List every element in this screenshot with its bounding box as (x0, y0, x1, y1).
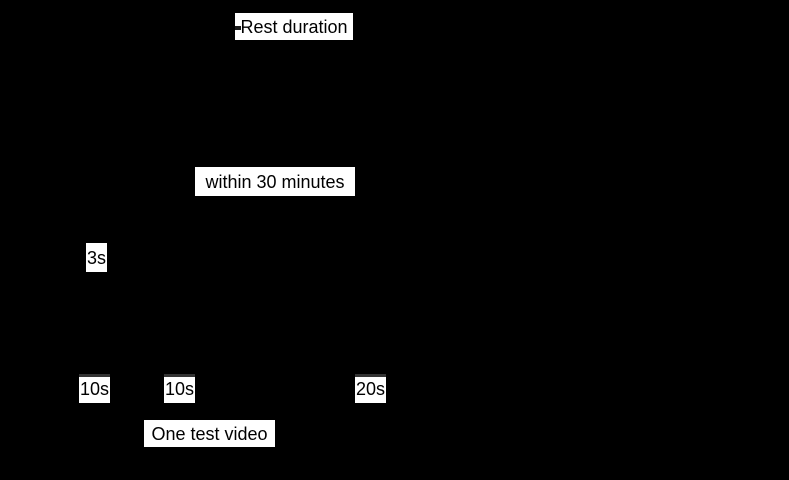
arrow-tip-fragment (235, 26, 241, 30)
label-10s-second: 10s (164, 374, 195, 403)
label-within-30-minutes-text: within 30 minutes (205, 171, 345, 192)
timeline-line-fragment (355, 374, 386, 377)
label-20s-text: 20s (355, 378, 386, 399)
label-rest-duration-text: Rest duration (240, 16, 348, 37)
label-3s: 3s (86, 243, 107, 272)
label-10s-first: 10s (79, 374, 110, 403)
label-10s-first-text: 10s (79, 378, 110, 399)
label-20s: 20s (355, 374, 386, 403)
timeline-line-fragment (79, 374, 110, 377)
label-3s-text: 3s (86, 247, 106, 268)
label-one-test-video-text: One test video (151, 423, 268, 444)
label-one-test-video: One test video (144, 420, 275, 447)
label-within-30-minutes: within 30 minutes (195, 167, 355, 196)
label-rest-duration: Rest duration (235, 13, 353, 40)
label-10s-second-text: 10s (164, 378, 195, 399)
timeline-line-fragment (164, 374, 195, 377)
